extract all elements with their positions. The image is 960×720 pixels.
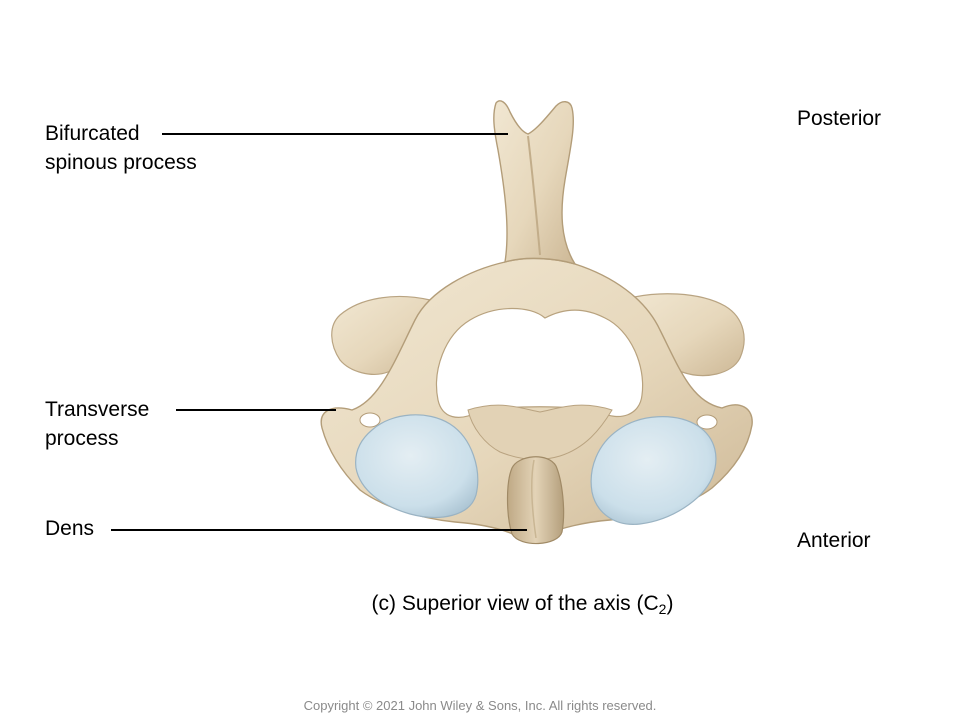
label-dens: Dens	[45, 514, 94, 543]
dens-ridge	[531, 459, 537, 539]
label-bifurcated-spinous-process: Bifurcated spinous process	[45, 119, 197, 177]
dens-leader-line	[111, 529, 527, 531]
label-dens-text: Dens	[45, 517, 95, 540]
vertebral-foramen	[436, 307, 644, 418]
spinous-groove	[527, 135, 541, 256]
vertebral-body-top	[467, 404, 613, 460]
spinous-process	[493, 100, 577, 266]
label-transverse-line2: process	[45, 427, 119, 450]
label-spinous-line1: Bifurcated	[45, 122, 140, 145]
orientation-anterior: Anterior	[797, 529, 871, 552]
left-transverse-foramen	[359, 412, 381, 428]
caption-prefix: (c) Superior view of the axis (C	[371, 592, 659, 615]
figure-caption: (c) Superior view of the axis (C2)	[0, 590, 960, 618]
caption-suffix: )	[666, 592, 674, 615]
label-transverse-line1: Transverse	[45, 398, 150, 421]
label-transverse-process: Transverse process	[45, 395, 149, 453]
dens	[506, 456, 565, 545]
copyright-notice: Copyright © 2021 John Wiley & Sons, Inc.…	[303, 698, 657, 713]
label-spinous-line2: spinous process	[45, 151, 197, 174]
transverse-leader-line	[176, 409, 336, 411]
left-superior-articular-facet	[355, 414, 479, 518]
caption-subscript: 2	[658, 601, 667, 617]
right-superior-articular-facet	[590, 416, 717, 525]
right-transverse-foramen	[696, 414, 718, 430]
spinous-leader-line	[162, 133, 508, 135]
orientation-posterior: Posterior	[797, 107, 882, 130]
